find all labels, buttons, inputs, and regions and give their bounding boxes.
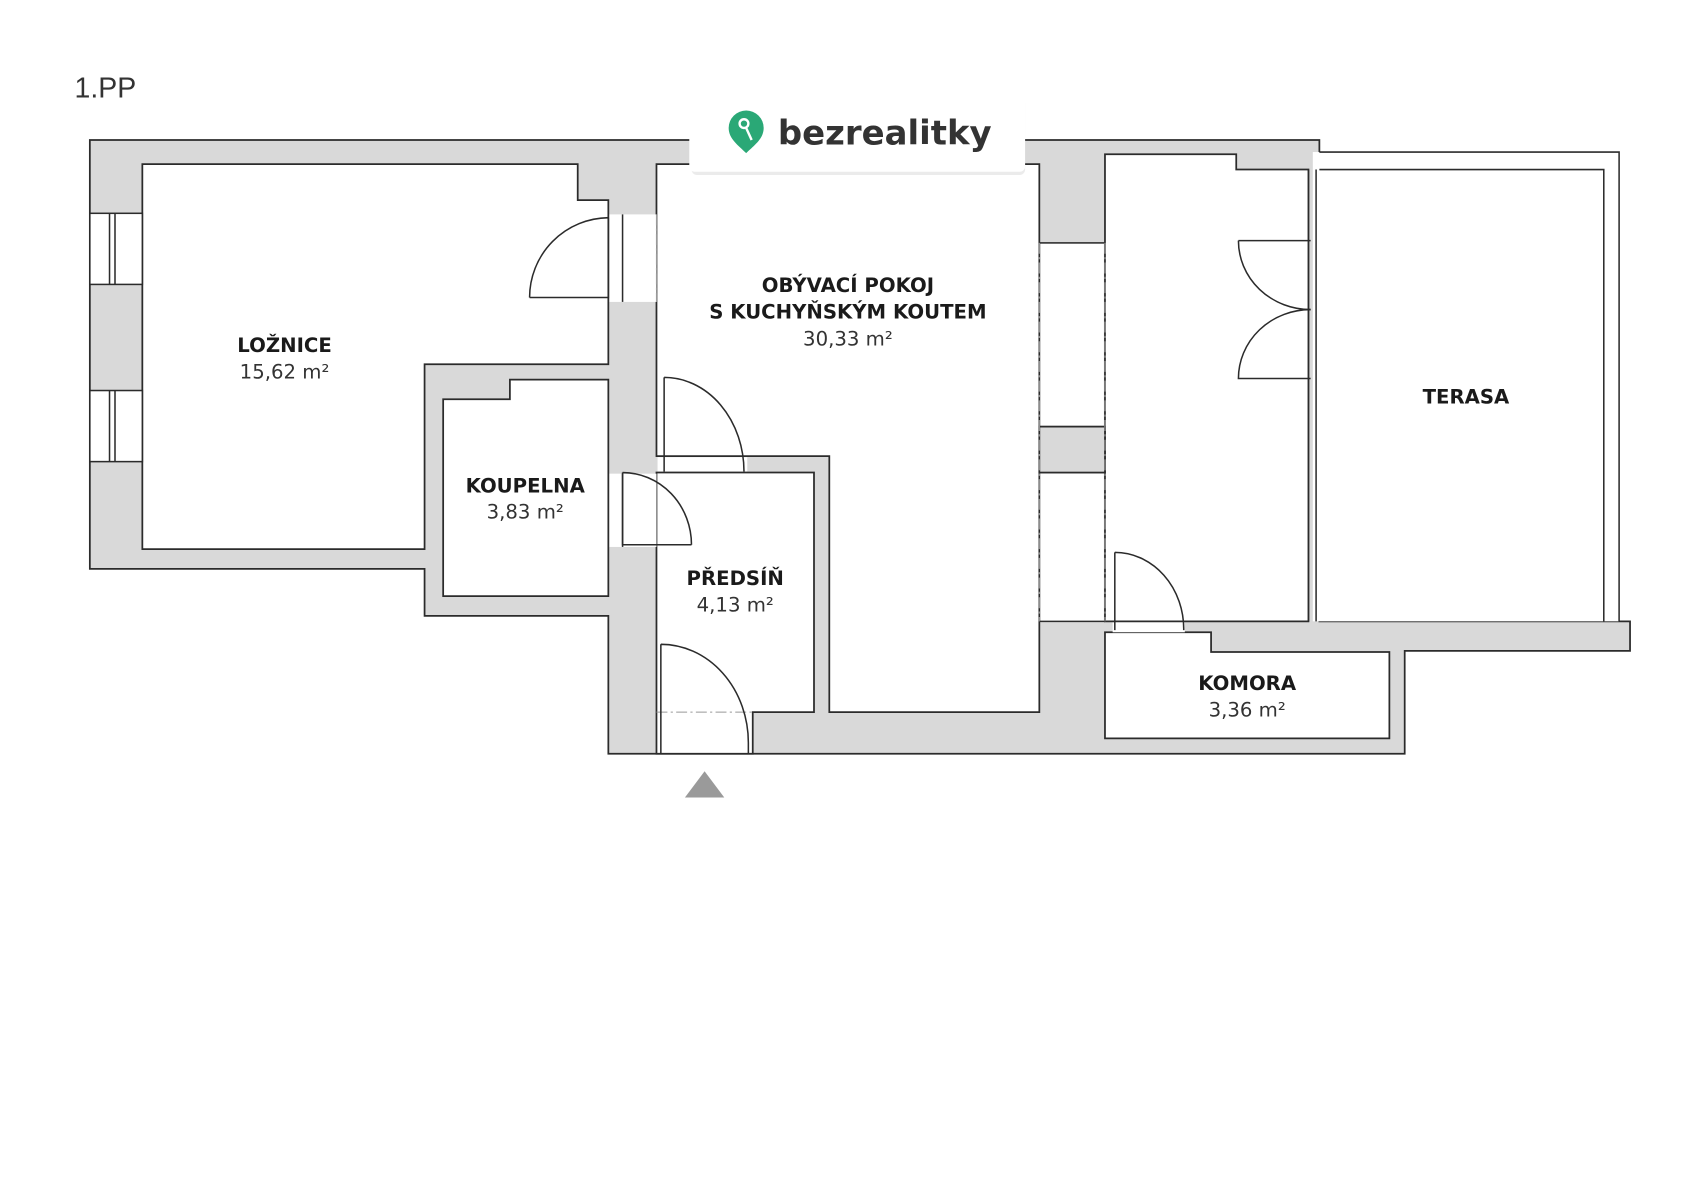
pillar — [1038, 425, 1106, 474]
opening — [1040, 473, 1104, 622]
window-left-2 — [89, 389, 144, 463]
room-loznice — [141, 163, 610, 551]
room-area-predsin: 4,13 m² — [697, 593, 774, 616]
room-area-koupelna: 3,83 m² — [487, 501, 564, 524]
room-name-komora: KOMORA — [1198, 672, 1297, 695]
room-predsin — [655, 471, 815, 755]
logo-text: bezrealitky — [778, 113, 992, 152]
opening — [1040, 243, 1104, 426]
room-name-koupelna: KOUPELNA — [466, 474, 586, 497]
room-name-obyvaci-2: S KUCHYŇSKÝM KOUTEM — [709, 299, 986, 323]
room-area-obyvaci: 30,33 m² — [803, 328, 893, 351]
room-name-obyvaci: OBÝVACÍ POKOJ — [762, 273, 934, 297]
location-key-pin-icon — [728, 110, 764, 154]
room-name-predsin: PŘEDSÍŇ — [687, 567, 784, 590]
terrace — [1293, 151, 1620, 622]
logo: bezrealitky — [689, 95, 1026, 176]
room-obyvaci — [655, 163, 1041, 713]
room-koupelna — [442, 378, 610, 598]
door-swings — [528, 216, 1311, 754]
entrance-arrow-icon — [684, 771, 725, 798]
window-left-1 — [89, 212, 144, 286]
room-name-terasa: TERASA — [1423, 386, 1510, 409]
room-komora — [1104, 631, 1391, 740]
room-area-komora: 3,36 m² — [1209, 698, 1286, 721]
floor-label: 1.PP — [75, 72, 137, 104]
room-name-loznice: LOŽNICE — [237, 334, 332, 357]
room-kitchen-side — [1104, 153, 1310, 623]
room-area-loznice: 15,62 m² — [240, 360, 330, 383]
